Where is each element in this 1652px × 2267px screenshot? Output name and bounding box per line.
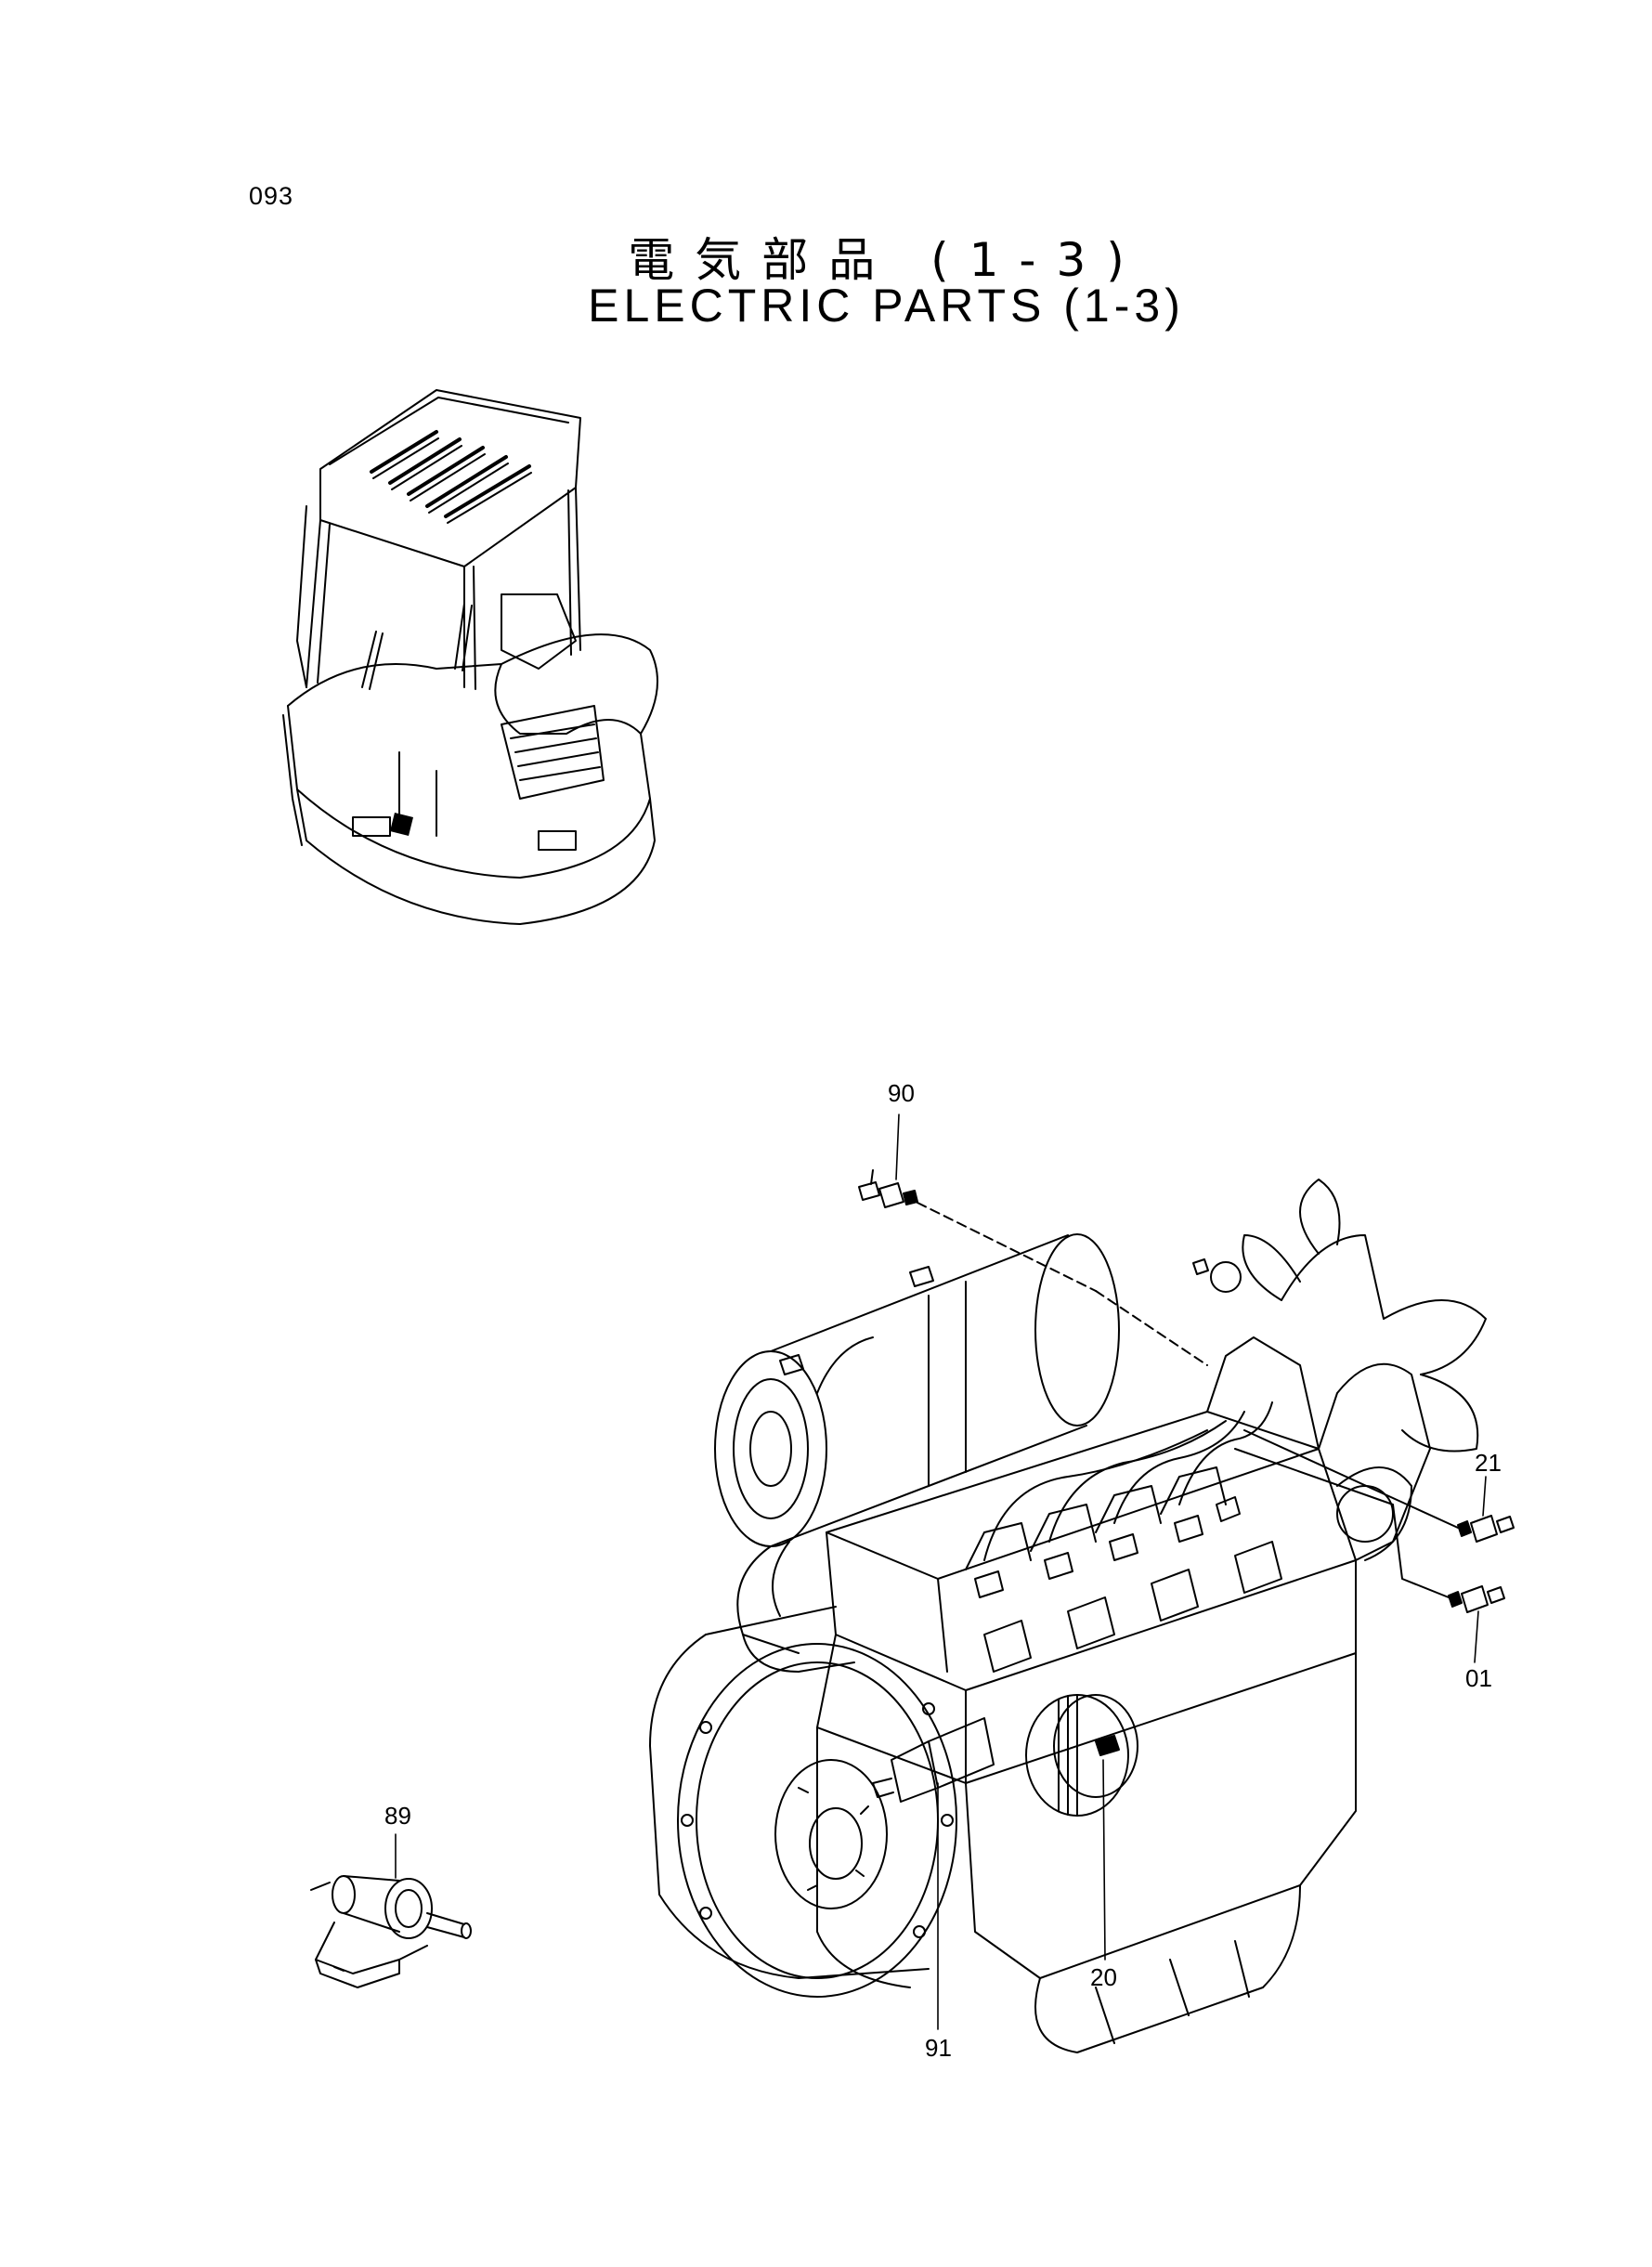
title-japanese: 電気部品 (1-3) <box>628 233 1145 287</box>
callout-21: 21 <box>1475 1449 1502 1477</box>
callout-20: 20 <box>1090 1963 1117 1991</box>
callout-89: 89 <box>384 1802 411 1830</box>
excavator-overview-illustration <box>282 389 658 925</box>
component-89-illustration <box>310 1875 472 1988</box>
leader-lines <box>395 1114 1487 2030</box>
callout-01: 01 <box>1465 1664 1492 1692</box>
part-01-sensor <box>1234 1448 1505 1613</box>
callout-90: 90 <box>888 1079 915 1107</box>
engine-assembly-illustration <box>649 1179 1487 2053</box>
page-number: 093 <box>249 182 294 210</box>
title-english: ELECTRIC PARTS (1-3) <box>588 280 1185 332</box>
part-90-sender <box>858 1169 1208 1366</box>
part-21-sensor <box>1243 1429 1515 1543</box>
callout-91: 91 <box>925 2034 952 2062</box>
